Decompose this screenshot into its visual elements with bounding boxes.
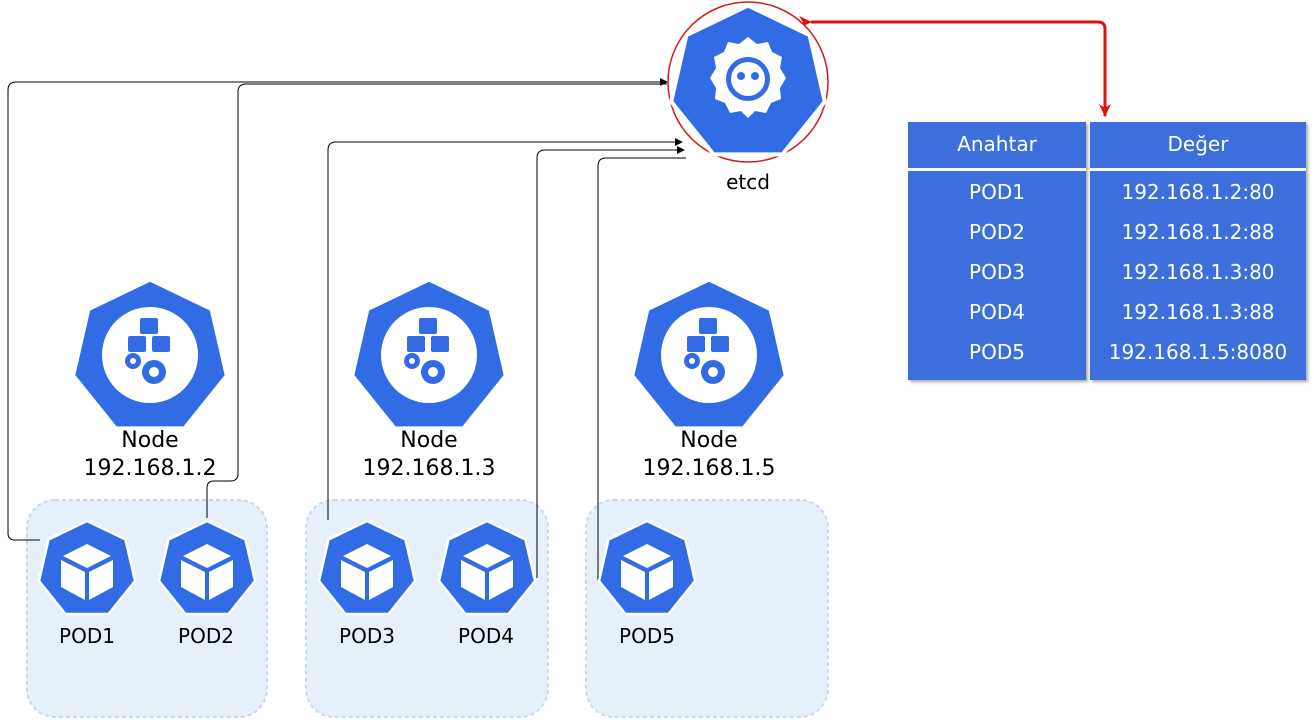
table-cell-value: 192.168.1.5:8080: [1108, 340, 1288, 364]
node-icon-2: [350, 278, 508, 431]
pod-label-3: POD3: [339, 624, 395, 648]
node-label-2: Node 192.168.1.3: [329, 427, 529, 483]
table-cell-value: 192.168.1.3:88: [1121, 300, 1275, 324]
table-cell-value: 192.168.1.3:80: [1121, 260, 1275, 284]
pod-label-2: POD2: [178, 624, 234, 648]
etcd-icon: [667, 1, 829, 163]
table-header-key: Anahtar: [957, 132, 1037, 156]
node-ip: 192.168.1.5: [642, 456, 776, 481]
node-title: Node: [400, 428, 458, 453]
table-cell-key: POD5: [969, 340, 1025, 364]
value-column: [1090, 122, 1306, 380]
table-cell-key: POD2: [969, 220, 1025, 244]
connector-pod2: [206, 83, 667, 518]
node-label-3: Node 192.168.1.5: [609, 427, 809, 483]
header-divider: [908, 168, 1086, 171]
pod-icon-2: [157, 520, 257, 616]
node-title: Node: [121, 428, 179, 453]
table-cell-key: POD3: [969, 260, 1025, 284]
pod-label-5: POD5: [619, 624, 675, 648]
node-icon-3: [630, 278, 788, 431]
connector-pod4: [536, 146, 685, 578]
table-cell-value: 192.168.1.2:80: [1121, 180, 1275, 204]
node-label-1: Node 192.168.1.2: [50, 427, 250, 483]
table-cell-key: POD1: [969, 180, 1025, 204]
etcd-label: etcd: [726, 170, 770, 194]
node-icon-1: [71, 278, 229, 431]
connector-pod3: [327, 138, 683, 520]
connector-lines: [7, 78, 686, 580]
connector-pod5: [597, 157, 686, 580]
pod-icon-5: [597, 520, 697, 616]
table-header-value: Değer: [1167, 132, 1229, 156]
pod-icon-3: [317, 520, 417, 616]
header-divider: [1090, 168, 1306, 171]
node-ip: 192.168.1.2: [83, 456, 217, 481]
connector-pod1: [7, 78, 668, 541]
pod-icon-1: [37, 520, 137, 616]
key-column: [908, 122, 1086, 380]
pod-icon-4: [437, 520, 537, 616]
pod-label-1: POD1: [59, 624, 115, 648]
table-cell-key: POD4: [969, 300, 1025, 324]
pod-label-4: POD4: [458, 624, 514, 648]
node-title: Node: [680, 428, 738, 453]
node-ip: 192.168.1.3: [362, 456, 496, 481]
etcd-table-arrow: [799, 16, 1111, 117]
table-cell-value: 192.168.1.2:88: [1121, 220, 1275, 244]
